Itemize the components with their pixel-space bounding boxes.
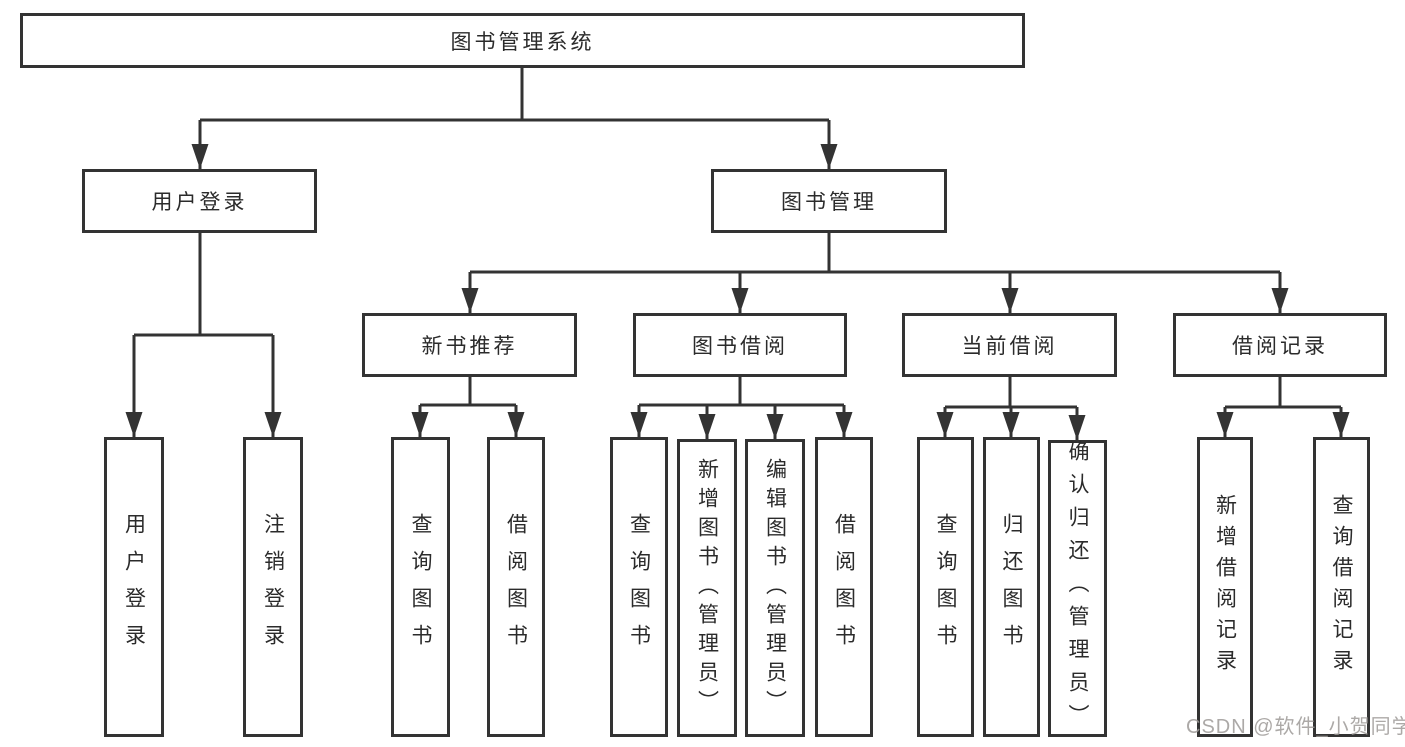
connector-group-records [1216,377,1350,437]
leaf-borrow-books-2: 借阅图书 [815,437,873,737]
node-book-management-branch: 图书管理 [711,169,947,233]
leaf-query-borrow-record: 查询借阅记录 [1313,437,1370,737]
leaf-borrow-books-1-label: 借阅图书 [504,513,528,661]
connector-management-branch [461,233,1289,313]
leaf-logout: 注销登录 [243,437,303,737]
leaf-add-borrow-record: 新增借阅记录 [1197,437,1253,737]
leaf-edit-books-admin: 编辑图书（管理员） [745,439,805,737]
node-root: 图书管理系统 [20,13,1025,68]
leaf-edit-books-admin-label: 编辑图书（管理员） [763,457,787,719]
node-borrowing-records-label: 借阅记录 [1232,335,1328,358]
leaf-query-books-2-label: 查询图书 [627,513,651,661]
leaf-query-books-1: 查询图书 [391,437,450,737]
leaf-query-books-3-label: 查询图书 [934,513,957,661]
leaf-return-books: 归还图书 [983,437,1040,737]
leaf-add-books-admin-label: 新增图书（管理员） [695,457,719,719]
leaf-logout-label: 注销登录 [261,513,285,661]
node-book-borrowing-label: 图书借阅 [692,335,788,358]
node-current-borrowing: 当前借阅 [902,313,1117,377]
node-book-borrowing: 图书借阅 [633,313,847,377]
node-new-book-recommend: 新书推荐 [362,313,577,377]
node-new-book-recommend-label: 新书推荐 [421,335,518,358]
leaf-confirm-return-admin: 确认归还（管理员） [1048,440,1107,737]
leaf-borrow-books-1: 借阅图书 [487,437,545,737]
leaf-query-books-3: 查询图书 [917,437,974,737]
leaf-add-books-admin: 新增图书（管理员） [677,439,737,737]
node-current-borrowing-label: 当前借阅 [961,335,1058,358]
leaf-add-borrow-record-label: 新增借阅记录 [1213,494,1237,680]
connector-group-borrowing [630,377,853,439]
leaf-query-books-1-label: 查询图书 [409,513,432,661]
connector-login-branch [125,233,282,437]
node-root-label: 图书管理系统 [450,30,595,54]
connector-root-to-branches [191,68,838,169]
node-borrowing-records: 借阅记录 [1173,313,1387,377]
connector-group-newbooks [411,377,525,437]
connector-group-current [936,377,1086,440]
leaf-query-books-2: 查询图书 [610,437,668,737]
node-user-login-branch: 用户登录 [82,169,317,233]
leaf-user-login-label: 用户登录 [122,513,146,661]
leaf-user-login: 用户登录 [104,437,164,737]
watermark: CSDN @软件_小贺同学 [1186,716,1405,738]
leaf-query-borrow-record-label: 查询借阅记录 [1330,494,1353,680]
leaf-borrow-books-2-label: 借阅图书 [832,513,856,661]
leaf-confirm-return-admin-label: 确认归还（管理员） [1066,440,1089,737]
node-book-management-branch-label: 图书管理 [781,191,877,214]
node-user-login-branch-label: 用户登录 [151,191,248,214]
leaf-return-books-label: 归还图书 [1000,513,1023,661]
